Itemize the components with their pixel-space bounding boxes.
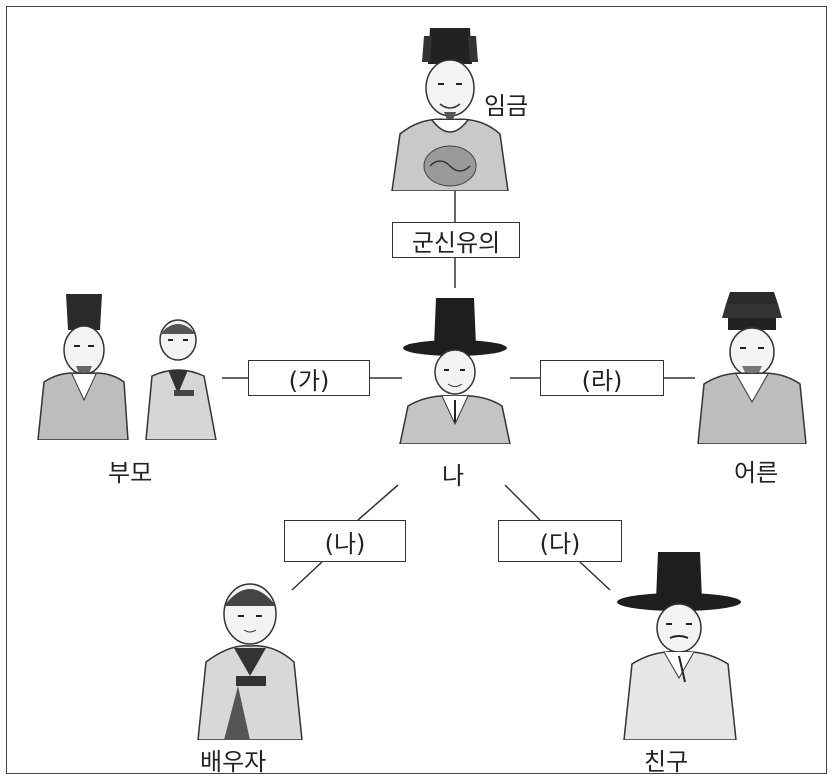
king-figure: [391, 28, 509, 191]
line-me-na: [357, 484, 399, 521]
spouse-figure: [197, 583, 303, 740]
relation-box-friend: (다): [498, 520, 622, 562]
relation-box-spouse: (나): [284, 520, 406, 562]
line-na-spouse: [291, 561, 323, 591]
relation-box-parents: (가): [248, 360, 370, 396]
line-me-da: [504, 484, 541, 521]
label-elder: 어른: [734, 459, 779, 487]
label-king: 임금: [484, 92, 529, 120]
friend-figure: [617, 552, 741, 740]
label-me: 나: [442, 462, 465, 490]
elder-figure: [697, 292, 807, 444]
relation-box-king: 군신유의: [392, 222, 520, 258]
me-figure: [399, 298, 511, 444]
diagram-frame: [6, 6, 827, 774]
label-friend: 친구: [644, 748, 689, 776]
label-parents: 부모: [108, 459, 153, 487]
line-da-friend: [579, 561, 611, 591]
relation-box-elder: (라): [540, 360, 664, 396]
parents-figure: [37, 294, 217, 440]
label-spouse: 배우자: [200, 748, 267, 776]
